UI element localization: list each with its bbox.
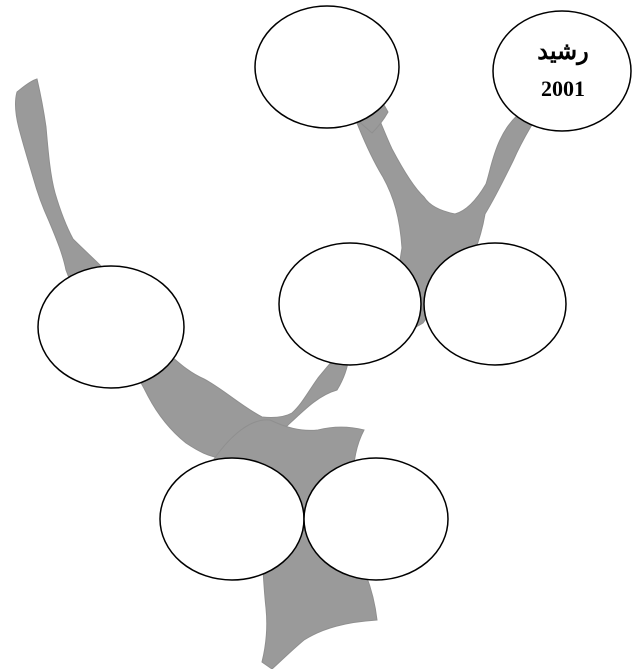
node-year-2001: 2001	[541, 76, 585, 101]
node-name-rashid: رشيد	[537, 39, 589, 66]
node-left-branch[interactable]	[37, 265, 185, 389]
node-middle-right[interactable]	[423, 242, 567, 366]
node-top-right-text: رشيد 2001	[537, 39, 589, 101]
node-bottom-right[interactable]	[303, 457, 449, 581]
tree-nodes	[37, 5, 632, 581]
node-top-right[interactable]	[492, 10, 632, 132]
node-top-left[interactable]	[254, 5, 400, 129]
node-middle-left[interactable]	[278, 242, 422, 366]
node-bottom-left[interactable]	[159, 457, 305, 581]
